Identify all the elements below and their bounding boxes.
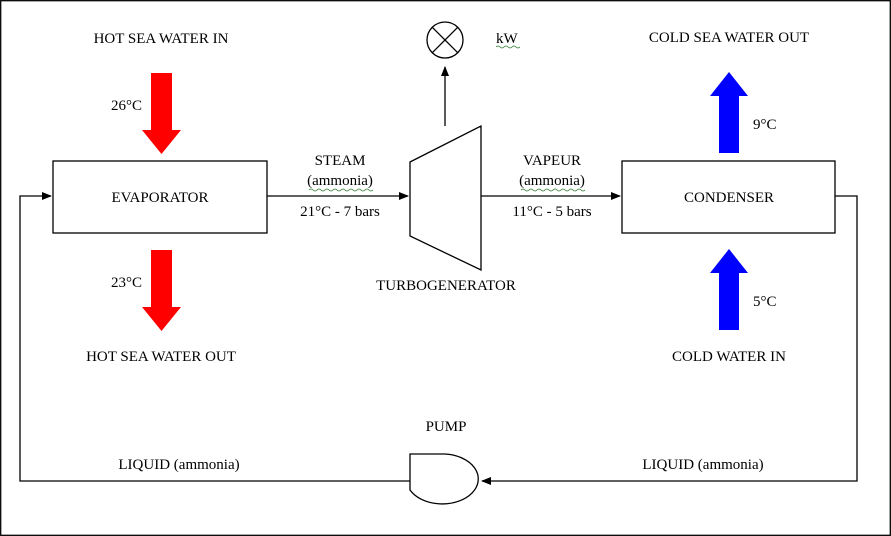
- cold-water-out-temperature: 9°C: [753, 117, 777, 133]
- evaporator-label: EVAPORATOR: [112, 190, 209, 206]
- power-unit-label: kW: [496, 31, 519, 47]
- hot-water-out-arrow-icon: [142, 250, 181, 331]
- evaporator-box: [52, 160, 268, 234]
- liquid-right-label: LIQUID (ammonia): [642, 457, 763, 473]
- hot-water-out-temperature: 23°C: [111, 275, 142, 291]
- turbine-icon: [409, 124, 482, 272]
- spellcheck-underline: [308, 188, 374, 192]
- liquid-return-line-right: [481, 195, 858, 485]
- pump-icon: [409, 453, 479, 505]
- cold-water-in-label: COLD WATER IN: [672, 349, 786, 365]
- hot-water-in-arrow-icon: [142, 73, 181, 154]
- liquid-return-line-left: [19, 192, 410, 482]
- turbogenerator-label: TURBOGENERATOR: [376, 278, 516, 294]
- spellcheck-underline: [495, 45, 521, 49]
- steam-state-label: 21°C - 7 bars: [300, 204, 380, 220]
- cold-water-out-arrow-icon: [710, 72, 748, 153]
- cold-water-in-arrow-icon: [710, 249, 748, 330]
- lamp-icon: [426, 21, 464, 59]
- hot-water-in-temperature: 26°C: [111, 98, 142, 114]
- cold-water-in-temperature: 5°C: [753, 294, 777, 310]
- vapeur-label: VAPEUR: [523, 153, 581, 169]
- vapeur-medium-label: (ammonia): [519, 173, 585, 189]
- steam-medium-label: (ammonia): [307, 173, 373, 189]
- liquid-left-label: LIQUID (ammonia): [118, 457, 239, 473]
- cold-sea-water-out-label: COLD SEA WATER OUT: [649, 30, 809, 46]
- hot-sea-water-out-label: HOT SEA WATER OUT: [86, 349, 236, 365]
- hot-sea-water-in-label: HOT SEA WATER IN: [94, 31, 229, 47]
- vapeur-state-label: 11°C - 5 bars: [512, 204, 591, 220]
- condenser-label: CONDENSER: [684, 190, 774, 206]
- spellcheck-underline: [520, 188, 586, 192]
- steam-label: STEAM: [315, 153, 366, 169]
- pump-label: PUMP: [426, 419, 467, 435]
- condenser-box: [621, 160, 836, 234]
